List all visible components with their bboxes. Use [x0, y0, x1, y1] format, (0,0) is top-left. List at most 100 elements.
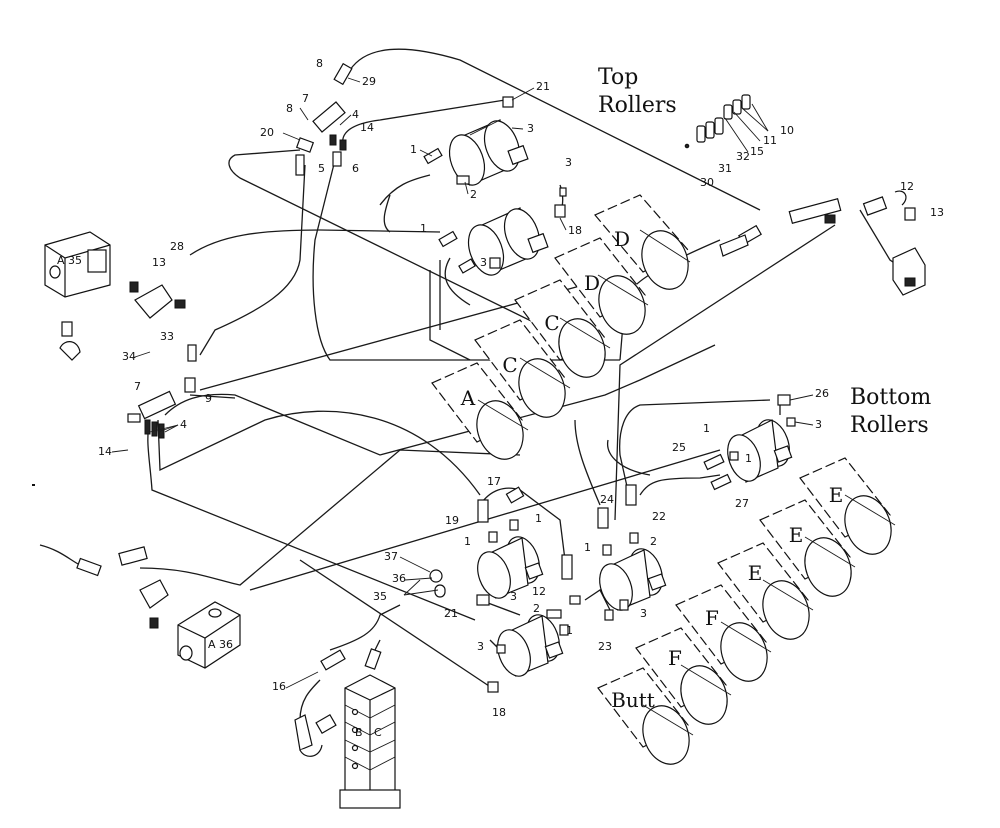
callout-3-d: 3: [815, 418, 822, 431]
roller-c-upper: C: [514, 279, 611, 378]
callout-4-b: 4: [180, 418, 187, 431]
callout-22: 22: [652, 510, 666, 523]
top-rollers-heading-line2: Rollers: [598, 93, 677, 118]
callout-1-g: 1: [584, 541, 591, 554]
manifold-35: A 35: [44, 231, 111, 298]
bottom-motor-lower: [497, 614, 564, 677]
callout-6: 6: [352, 162, 359, 175]
roller-label-e-1: E: [829, 483, 844, 507]
callout-18-b: 18: [492, 706, 506, 719]
manifold-7-upper: [295, 62, 353, 176]
roller-label-e-3: E: [748, 561, 763, 585]
rollers: D D C C A: [431, 194, 896, 765]
bottom-motor-mid-right: [599, 548, 667, 611]
callout-33: 33: [160, 330, 174, 343]
callout-11: 11: [763, 134, 777, 147]
callout-1-c: 1: [703, 422, 710, 435]
bracket-parts: [684, 94, 751, 149]
roller-butt: Butt: [597, 667, 694, 765]
top-right-distribution: [719, 190, 926, 296]
roller-label-f-2: F: [668, 646, 682, 670]
callout-19: 19: [445, 514, 459, 527]
callout-1-f: 1: [464, 535, 471, 548]
callout-4-a: 4: [352, 108, 359, 121]
top-motor-lower: [467, 207, 549, 276]
bottom-rollers-heading-line2: Rollers: [850, 413, 929, 438]
callout-3-g: 3: [477, 640, 484, 653]
roller-label-butt: Butt: [611, 688, 655, 712]
callout-5: 5: [318, 162, 325, 175]
callout-36: 36: [392, 572, 406, 585]
roller-e-2: E: [759, 499, 856, 597]
roller-label-d-lower: D: [584, 271, 600, 295]
valve-fittings-lower-left: [76, 546, 169, 629]
callout-29: 29: [362, 75, 376, 88]
valve-fittings-left: [59, 281, 186, 361]
line-fittings: [423, 96, 796, 693]
roller-a: A: [431, 362, 529, 460]
roller-label-e-2: E: [789, 523, 804, 547]
callout-35: 35: [373, 590, 387, 603]
callout-16: 16: [272, 680, 286, 693]
callout-1-b: 1: [420, 222, 427, 235]
callout-15: 15: [750, 145, 764, 158]
manifold-36: A 36: [177, 601, 241, 669]
callout-24: 24: [600, 493, 614, 506]
roller-label-c-upper: C: [544, 311, 559, 335]
callout-12-a: 12: [900, 180, 914, 193]
callout-37: 37: [384, 550, 398, 563]
callout-25: 25: [672, 441, 686, 454]
headings: Top Rollers Bottom Rollers: [598, 65, 931, 438]
callout-3-c: 3: [480, 256, 487, 269]
roller-label-d-upper: D: [614, 227, 630, 251]
callout-2-a: 2: [470, 188, 477, 201]
roller-e-1: E: [799, 457, 896, 555]
callout-8-b: 8: [286, 102, 293, 115]
callout-28: 28: [170, 240, 184, 253]
callout-26: 26: [815, 387, 829, 400]
callout-7-a: 7: [302, 92, 309, 105]
callout-18-a: 18: [568, 224, 582, 237]
callout-1-d: 1: [745, 452, 752, 465]
bottom-rollers-heading-line1: Bottom: [850, 385, 931, 410]
callout-20: 20: [260, 126, 274, 139]
leader-lines: [111, 77, 814, 689]
roller-label-a: A: [460, 386, 476, 410]
roller-f-2: F: [635, 627, 732, 725]
callout-1-h: 1: [566, 624, 573, 637]
manifold-35-label: A 35: [57, 254, 82, 267]
callout-1-a: 1: [410, 143, 417, 156]
callout-21-a: 21: [536, 80, 550, 93]
callout-31: 31: [718, 162, 732, 175]
roller-e-3: E: [717, 542, 814, 640]
callout-32: 32: [736, 150, 750, 163]
roller-label-f-1: F: [705, 606, 719, 630]
roller-label-c-lower: C: [502, 353, 517, 377]
manifold-36-label: A 36: [208, 638, 233, 651]
top-motor-upper: [448, 119, 529, 186]
valve-stack-label-c: C: [374, 726, 382, 739]
callout-labels: 8 29 7 8 4 14 20 5 6 21 3 1 2 3 18 1 3 2…: [98, 57, 944, 719]
manifold-7-lower: [127, 344, 197, 439]
callout-14-b: 14: [98, 445, 112, 458]
roller-d-lower: D: [554, 237, 649, 335]
callout-14-a: 14: [360, 121, 374, 134]
callout-12-b: 12: [532, 585, 546, 598]
valve-stack-fittings: [294, 648, 382, 757]
callout-10: 10: [780, 124, 794, 137]
bottom-motor-mid-left: [477, 536, 544, 599]
callout-2-b: 2: [650, 535, 657, 548]
callout-17: 17: [487, 475, 501, 488]
callout-30: 30: [700, 176, 714, 189]
callout-13-b: 13: [930, 206, 944, 219]
callout-7-b: 7: [134, 380, 141, 393]
callout-3-e: 3: [510, 590, 517, 603]
callout-3-b: 3: [565, 156, 572, 169]
callout-2-c: 2: [533, 602, 540, 615]
callout-1-e: 1: [535, 512, 542, 525]
roller-f-1: F: [675, 584, 772, 682]
callout-21-b: 21: [444, 607, 458, 620]
callout-23: 23: [598, 640, 612, 653]
